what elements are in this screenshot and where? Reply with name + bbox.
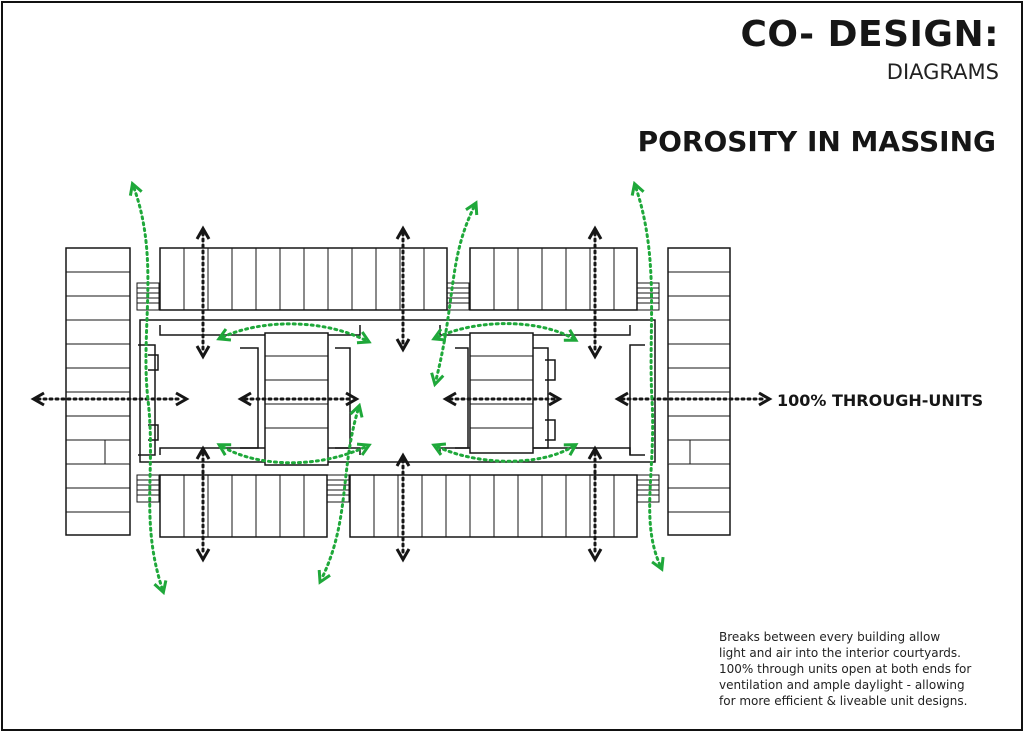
through-unit-arrows [30, 225, 773, 563]
note-line: 100% through units open at both ends for [719, 662, 972, 676]
courtyard-outline [138, 319, 656, 463]
note-line: for more efficient & liveable unit desig… [719, 694, 968, 708]
stair-se [636, 474, 660, 503]
airflow-west [128, 180, 168, 596]
airflow-court-ne [431, 322, 579, 342]
page-subtitle: DIAGRAMS [886, 60, 999, 84]
airflow-south [317, 402, 364, 585]
airflow-east [630, 180, 665, 572]
note-line: ventilation and ample daylight - allowin… [719, 678, 965, 692]
airflow-court-se [431, 442, 579, 463]
stair-cores [136, 282, 660, 503]
building-west [65, 247, 131, 536]
page-title: CO- DESIGN: [740, 14, 999, 55]
building-courtyard-east [469, 332, 534, 454]
stair-ne [636, 282, 660, 311]
note-line: light and air into the interior courtyar… [719, 646, 961, 660]
building-north-east [469, 247, 638, 311]
airflow-north [430, 200, 479, 388]
note-line: Breaks between every building allow [719, 630, 941, 644]
airflow-court-nw [216, 322, 372, 345]
stair-sw [136, 474, 160, 503]
through-units-label: 100% THROUGH-UNITS [777, 391, 984, 410]
airflow-court-sw [216, 442, 372, 465]
airflow-arrows [128, 180, 665, 596]
building-east [667, 247, 731, 536]
building-south-west [159, 474, 328, 538]
section-heading: POROSITY IN MASSING [637, 125, 996, 158]
description-note: Breaks between every building allow ligh… [719, 629, 1009, 709]
